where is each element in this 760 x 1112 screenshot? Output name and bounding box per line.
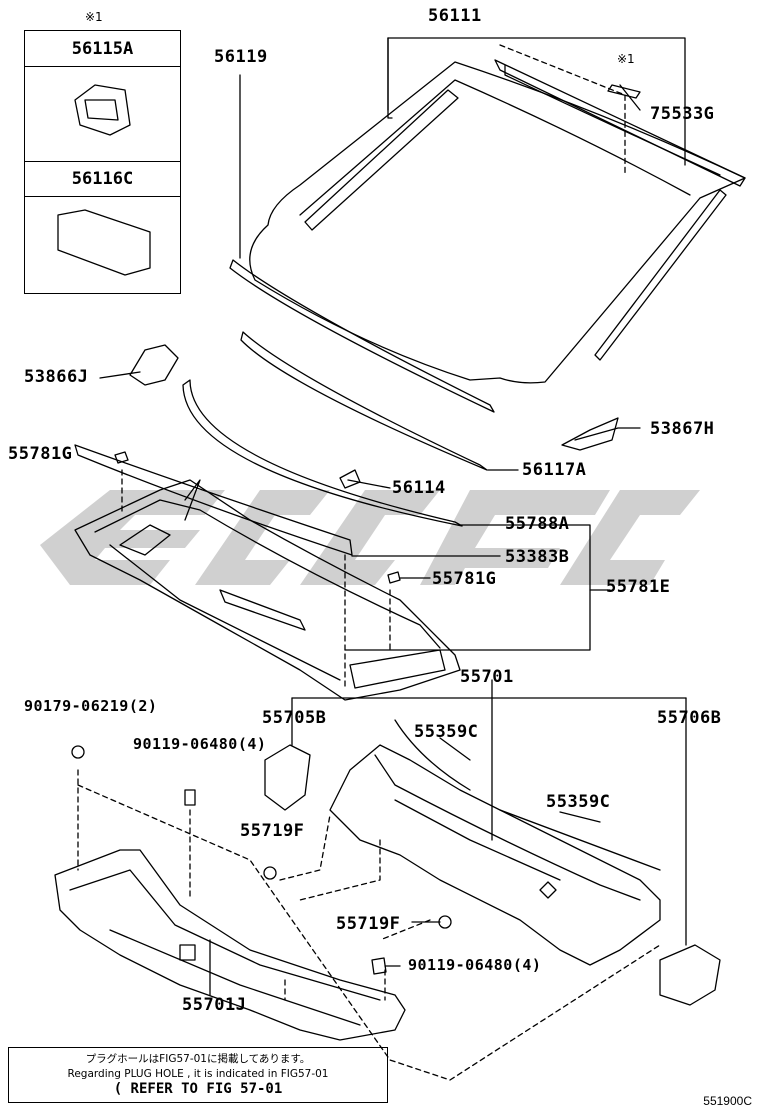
- part-label-53383B[interactable]: 53383B: [505, 547, 570, 567]
- cowl-panel-lower: [54, 849, 406, 1041]
- part-label-56119[interactable]: 56119: [214, 47, 268, 67]
- part-label-55705B[interactable]: 55705B: [262, 708, 327, 728]
- windshield-glass: [182, 59, 746, 527]
- leader-lines-dashed: [77, 44, 661, 1081]
- part-label-55706B[interactable]: 55706B: [657, 708, 722, 728]
- part-label-55719F-left[interactable]: 55719F: [240, 821, 305, 841]
- note-line-jp: プラグホールはFIG57-01に掲載してあります。: [85, 1053, 311, 1065]
- inset-box: 56115A 56116C: [24, 30, 181, 294]
- part-label-56117A[interactable]: 56117A: [522, 460, 587, 480]
- part-label-90119-06480-upper[interactable]: 90119-06480(4): [133, 735, 267, 753]
- inset-part-56116C[interactable]: 56116C: [25, 161, 180, 197]
- part-label-53866J[interactable]: 53866J: [24, 367, 89, 387]
- part-label-55719F-center[interactable]: 55719F: [336, 914, 401, 934]
- part-label-56111[interactable]: 56111: [428, 6, 482, 26]
- note-reference-link[interactable]: ( REFER TO FIG 57-01: [113, 1081, 283, 1097]
- part-label-75533G[interactable]: 75533G: [650, 104, 715, 124]
- part-label-55701[interactable]: 55701: [460, 667, 514, 687]
- part-label-55359C-lower[interactable]: 55359C: [546, 792, 611, 812]
- inset-part-drawings: [57, 84, 151, 276]
- part-label-56114[interactable]: 56114: [392, 478, 446, 498]
- small-parts: [71, 344, 619, 975]
- part-label-53867H[interactable]: 53867H: [650, 419, 715, 439]
- note-mark: ※1: [617, 52, 635, 66]
- part-label-55781G-upper[interactable]: 55781G: [8, 444, 73, 464]
- figure-code: 551900C: [703, 1094, 752, 1108]
- cowl-ventilator-louver: [74, 444, 461, 701]
- part-label-90179-06219[interactable]: 90179-06219(2): [24, 697, 158, 715]
- cowl-panel-upper: [264, 719, 721, 1006]
- part-label-55359C-upper[interactable]: 55359C: [414, 722, 479, 742]
- inset-part-56115A[interactable]: 56115A: [25, 31, 180, 67]
- inset-mark: ※1: [85, 10, 103, 24]
- part-label-55781G-lower[interactable]: 55781G: [432, 569, 497, 589]
- plug-hole-note: プラグホールはFIG57-01に掲載してあります。 Regarding PLUG…: [8, 1047, 388, 1103]
- part-label-90119-06480-lower[interactable]: 90119-06480(4): [408, 956, 542, 974]
- leader-lines: [99, 37, 687, 996]
- note-line-en: Regarding PLUG HOLE , it is indicated in…: [67, 1068, 329, 1080]
- part-label-55781E[interactable]: 55781E: [606, 577, 671, 597]
- part-label-55701J[interactable]: 55701J: [182, 995, 247, 1015]
- part-label-55788A[interactable]: 55788A: [505, 514, 570, 534]
